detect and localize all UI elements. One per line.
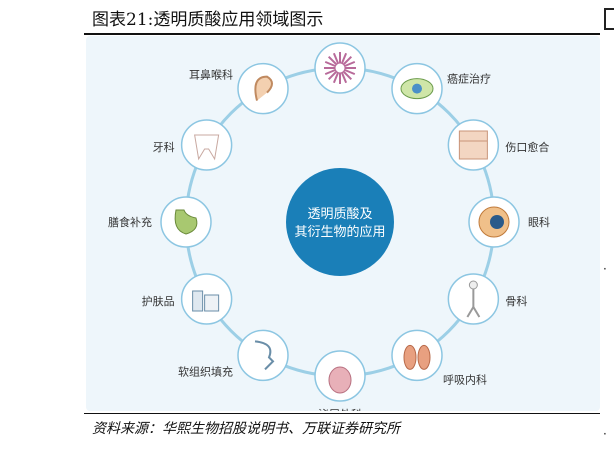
node-label: 耳鼻喉科 <box>189 68 233 82</box>
lungs-icon <box>403 344 431 370</box>
center-circle <box>286 168 394 276</box>
edge-fragment: · <box>603 262 607 276</box>
node-label: 护肤品 <box>142 294 175 308</box>
node-label: 膳食补充 <box>108 215 152 229</box>
node-eye: 眼科 <box>468 196 550 248</box>
bottom-rule <box>84 413 600 414</box>
node-label: 泌尿外科 <box>318 407 362 411</box>
center-title-line1: 透明质酸及 <box>307 207 372 222</box>
stomach-icon <box>174 209 198 235</box>
skin-layer-icon <box>458 130 488 160</box>
skincare-bottles-icon <box>192 290 220 312</box>
node-label: 软组织填充 <box>178 364 233 378</box>
node-drug-delivery: 药物传递系统 <box>307 36 373 94</box>
cancer-cell-icon <box>400 78 434 100</box>
node-label: 眼科 <box>528 215 550 229</box>
node-skeleton: 骨科 <box>447 273 527 325</box>
node-label: 伤口愈合 <box>505 140 549 154</box>
node-circle <box>237 329 289 382</box>
edge-fragment-2: · <box>603 427 607 441</box>
node-label: 呼吸内科 <box>443 372 487 386</box>
adjacent-page-edge: · · <box>600 0 614 451</box>
node-tooth: 牙科 <box>153 119 233 171</box>
face-profile-icon <box>254 340 275 371</box>
node-label: 牙科 <box>153 140 175 154</box>
node-stomach: 膳食补充 <box>108 196 212 248</box>
bladder-icon <box>328 366 352 394</box>
ear-icon <box>254 75 273 101</box>
source-note: 资料来源：华熙生物招股说明书、万联证券研究所 <box>92 421 400 437</box>
edge-bracket <box>604 8 614 30</box>
application-diagram: 药物传递系统癌症治疗伤口愈合眼科骨科呼吸内科泌尿外科 软组织填充 护肤品 膳食补充 牙科… <box>86 36 600 411</box>
top-rule <box>84 33 600 35</box>
node-skin-layer: 伤口愈合 <box>447 119 549 171</box>
eye-icon <box>478 206 510 238</box>
skeleton-icon <box>466 280 481 318</box>
node-circle <box>391 329 443 382</box>
node-label: 药物传递系统 <box>307 36 373 37</box>
node-label: 骨科 <box>505 294 527 308</box>
node-ear: 耳鼻喉科 <box>189 62 289 115</box>
drug-delivery-icon <box>324 52 356 84</box>
node-lungs: 呼吸内科 <box>391 329 487 386</box>
node-cancer-cell: 癌症治疗 <box>391 62 491 115</box>
center-title-line2: 其衍生物的应用 <box>294 224 385 240</box>
node-bladder: 泌尿外科 <box>314 350 366 411</box>
node-label: 癌症治疗 <box>447 72 491 86</box>
node-skincare-bottles: 护肤品 <box>142 273 233 325</box>
figure-title: 图表21:透明质酸应用领域图示 <box>92 10 324 30</box>
node-face-profile: 软组织填充 <box>178 329 289 382</box>
tooth-icon <box>194 134 220 161</box>
